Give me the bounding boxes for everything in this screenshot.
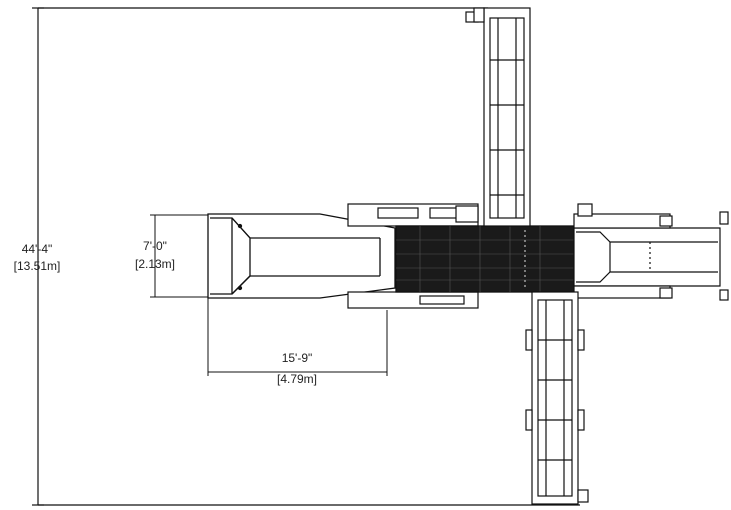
right-conveyor xyxy=(573,203,729,301)
feed-hopper xyxy=(207,213,396,299)
hopper-width-metric: [2.13m] xyxy=(135,257,175,271)
hopper-width-imperial: 7'-0" xyxy=(143,239,167,253)
hopper-width-dimension xyxy=(150,214,208,298)
screen-box xyxy=(395,225,575,293)
hopper-length-imperial: 15'-9" xyxy=(282,351,313,365)
overall-length-metric: [13.51m] xyxy=(14,259,61,273)
top-conveyor xyxy=(465,7,531,227)
chassis-frame xyxy=(347,203,479,309)
overall-dimension xyxy=(32,7,580,506)
overall-length-imperial: 44'-4" xyxy=(22,242,53,256)
hopper-length-dimension xyxy=(207,298,388,376)
bottom-conveyor xyxy=(525,291,589,505)
hopper-length-metric: [4.79m] xyxy=(277,372,317,386)
